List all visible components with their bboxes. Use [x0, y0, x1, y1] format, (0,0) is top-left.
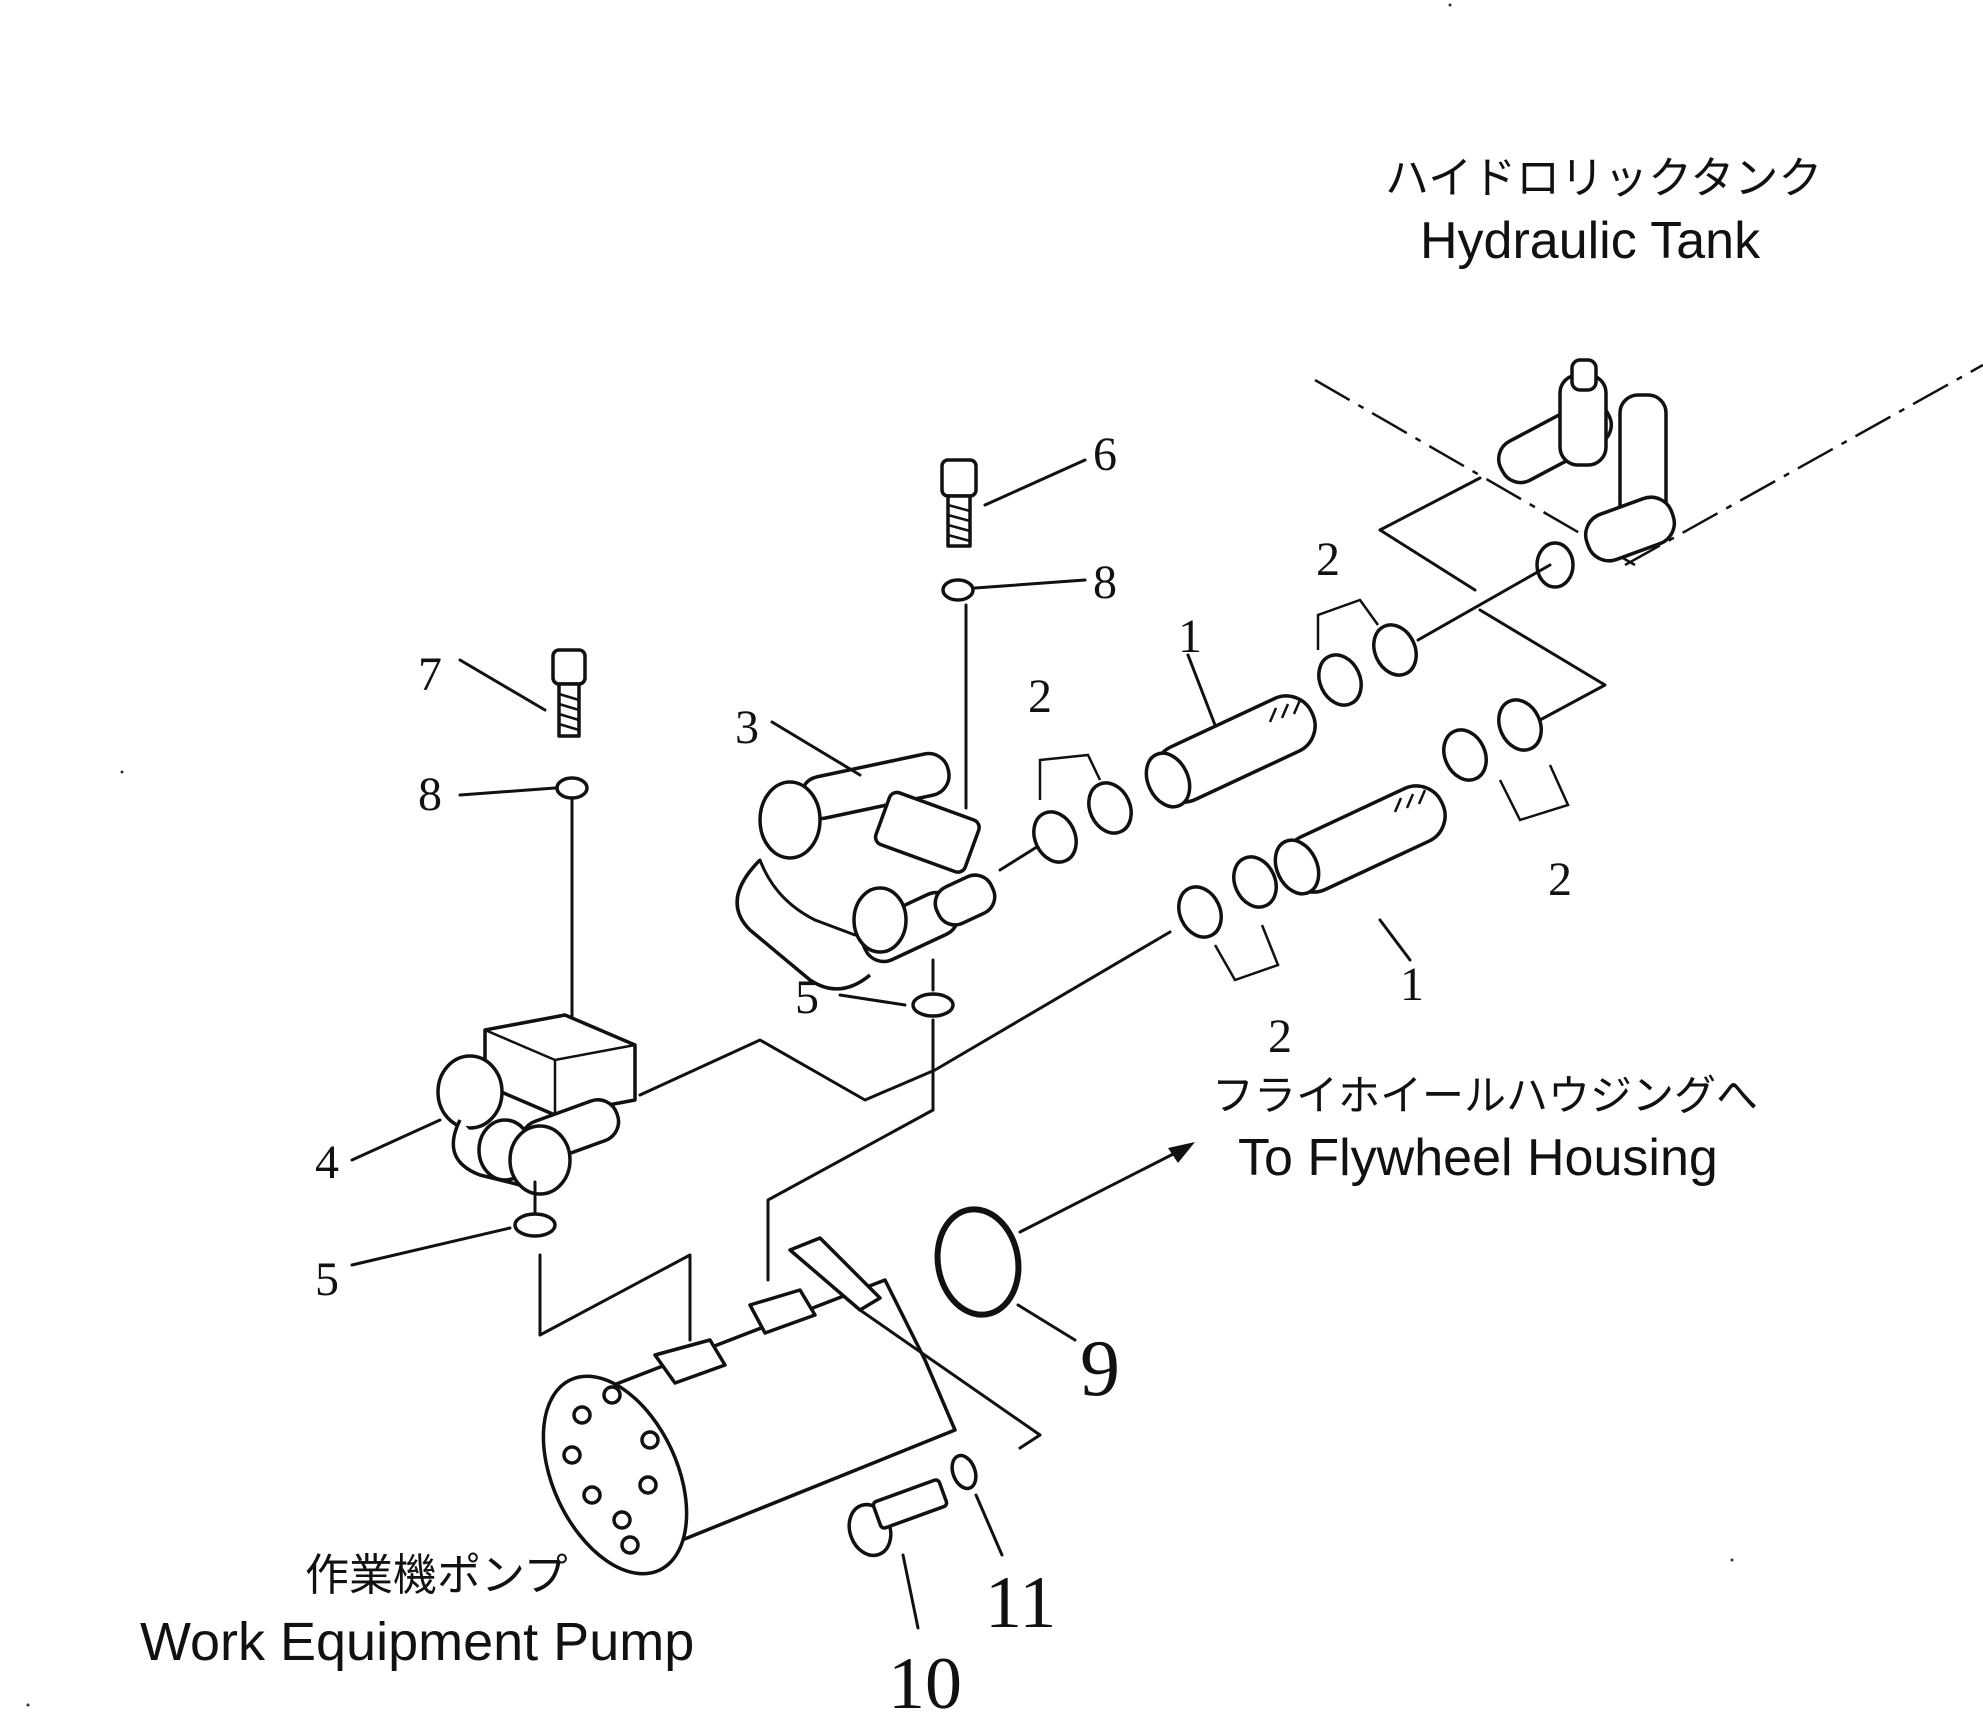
callout-2: 2 [1548, 853, 1572, 906]
clamp-pair-upper-right [1317, 623, 1418, 707]
hydraulic-tank-en-label: Hydraulic Tank [1420, 212, 1761, 270]
callout-2: 2 [1316, 533, 1340, 586]
connector-line-clamp2-upper [1416, 563, 1552, 642]
connector-line-o-ring5-to-pump [766, 1108, 935, 1282]
callout-9: 9 [1080, 1325, 1120, 1413]
callout-leader-9 [1016, 1303, 1077, 1342]
clamp-pair-lower-left [1177, 855, 1278, 939]
callout-1: 1 [1400, 958, 1424, 1011]
callout-leader-6 [983, 458, 1087, 507]
callout-leader-3 [770, 720, 862, 777]
o-ring-5-upper [911, 992, 955, 1018]
callout-2: 2 [1268, 1010, 1292, 1063]
connector-line-tank-upper [1378, 476, 1482, 532]
elbow-pipe-3 [735, 751, 997, 991]
hose-1-upper [1144, 694, 1317, 809]
scan-speck [26, 1703, 30, 1707]
callout-leader-7 [458, 658, 547, 712]
hydraulic-tank-jp-label: ハイドロリックタンク [1385, 153, 1822, 204]
connector-line-elbow3 [998, 843, 1042, 872]
tank-elbow-fitting-upper [1496, 358, 1614, 485]
scan-speck [120, 770, 124, 774]
tank-centerline [1314, 378, 1636, 567]
callout-leader-5b [350, 1226, 512, 1267]
bolt-10 [847, 1478, 949, 1558]
callout-6: 6 [1093, 428, 1117, 481]
callout-5: 5 [315, 1253, 339, 1306]
connector-line-tank-to-clamps [1378, 528, 1477, 592]
o-ring-9 [934, 1206, 1022, 1318]
arrow-to-flywheel-line [1018, 1146, 1187, 1234]
callout-5: 5 [795, 971, 819, 1024]
bracket-2-lower-right [1498, 764, 1570, 822]
connector-line-lower-pipe-chain [638, 930, 1172, 1102]
callout-3: 3 [735, 701, 759, 754]
hose-1-lower [1273, 784, 1447, 896]
bolt-7 [551, 648, 587, 738]
callout-leader-11 [974, 1493, 1004, 1557]
bracket-2-upper-right [1316, 598, 1380, 650]
callout-1: 1 [1178, 610, 1202, 663]
callout-leader-4 [350, 1118, 442, 1162]
clamp-pair-lower-right [1442, 698, 1543, 782]
connector-line-block-to-pump [538, 1253, 692, 1342]
connector-line-pump-bracket-end [1018, 1433, 1042, 1450]
connector-line-pump-bracket [858, 1308, 1042, 1437]
callout-8: 8 [418, 768, 442, 821]
tank-centerline-right [1624, 363, 1983, 567]
work-equipment-pump [541, 1236, 957, 1576]
arrow-to-flywheel-head [1168, 1142, 1195, 1163]
scan-speck [1448, 3, 1452, 7]
washer-8-lower [555, 776, 589, 800]
callout-8: 8 [1093, 556, 1117, 609]
callout-leader-8b [458, 786, 557, 797]
callout-4: 4 [315, 1136, 339, 1189]
work-equipment-pump-en-label: Work Equipment Pump [140, 1612, 694, 1672]
callout-leader-5a [838, 993, 907, 1007]
scan-speck [1730, 1558, 1734, 1562]
o-ring-5-lower [513, 1212, 557, 1238]
washer-8-upper [941, 578, 975, 602]
washer-11 [950, 1453, 978, 1491]
callout-leader-1a [1186, 653, 1217, 727]
callout-11: 11 [985, 1562, 1056, 1644]
flywheel-housing-en-label: To Flywheel Housing [1238, 1129, 1718, 1187]
clamp-pair-upper-left [1032, 781, 1133, 864]
callout-10: 10 [888, 1643, 962, 1725]
bolt-6 [940, 458, 978, 548]
callout-leader-1b [1378, 918, 1412, 962]
callout-2: 2 [1028, 670, 1052, 723]
work-equipment-pump-jp-label: 作業機ポンプ [305, 1550, 568, 1601]
bracket-2-upper-left [1038, 753, 1102, 800]
connector-line-tank-bracket [1478, 608, 1607, 722]
tank-elbow-fitting-lower [1535, 393, 1677, 589]
callout-leader-10 [901, 1553, 920, 1630]
callout-leader-8a [973, 578, 1087, 590]
bracket-2-lower-left [1213, 924, 1280, 982]
flywheel-housing-jp-label: フライホイールハウジングへ [1212, 1071, 1758, 1120]
block-elbow-4 [436, 1013, 637, 1196]
callout-7: 7 [418, 648, 442, 701]
